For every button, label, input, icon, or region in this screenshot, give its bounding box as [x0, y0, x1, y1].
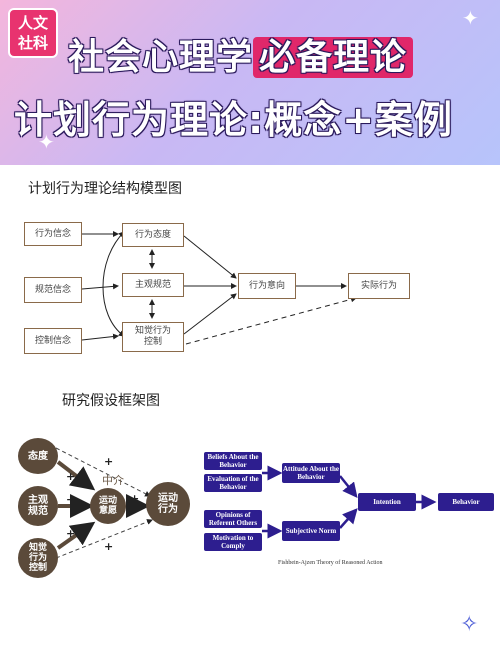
circle-text: 行为 — [158, 504, 178, 515]
header-banner: 人文 社科 ✦ ✦ 社会心理学必备理论 计划行为理论:概念+案例 — [0, 0, 500, 165]
plus-sign: + — [130, 492, 140, 505]
attitude-behavior-box: Attitude About the Behavior — [282, 463, 340, 483]
badge-text-top: 人文 — [17, 14, 48, 32]
actual-behavior-box: 实际行为 — [348, 273, 410, 299]
plus-sign: + — [66, 527, 76, 540]
circle-text: 规范 — [28, 506, 48, 517]
perceived-control-box: 知觉行为 控制 — [122, 322, 184, 352]
diagram-caption: Fishbein-Ajzen Theory of Reasoned Action — [278, 560, 383, 566]
logo-badge: 人文 社科 — [8, 8, 58, 58]
subjective-norm-circle: 主观 规范 — [18, 486, 58, 526]
circle-text: 意愿 — [98, 506, 117, 516]
intention-box: 行为意向 — [238, 273, 296, 299]
subjective-norm-box-en: Subjective Norm — [282, 521, 340, 541]
plus-sign: + — [104, 455, 114, 468]
evaluation-box: Evaluation of the Behavior — [204, 474, 262, 492]
perceived-control-line2: 控制 — [143, 337, 162, 347]
subtitle: 计划行为理论:概念+案例 — [14, 98, 454, 142]
sparkle-icon: ✦ — [38, 130, 55, 154]
attitude-circle: 态度 — [18, 438, 58, 474]
circle-text: 控制 — [28, 563, 47, 573]
perceived-control-line1: 知觉行为 — [134, 326, 171, 336]
circle-text: 主观 — [28, 495, 48, 506]
perceived-control-circle: 知觉 行为 控制 — [18, 538, 58, 578]
plus-sign: + — [104, 540, 114, 553]
circle-text: 知觉 — [28, 543, 47, 553]
beliefs-box: Beliefs About the Behavior — [204, 452, 262, 470]
behavior-box-en: Behavior — [438, 493, 494, 511]
sparkle-icon: ✧ — [460, 612, 479, 637]
badge-text-bottom: 社科 — [17, 34, 48, 52]
plus-sign: + — [66, 493, 76, 506]
exercise-intention-circle: 运动 意愿 — [90, 488, 126, 524]
normative-beliefs-box: 规范信念 — [24, 277, 82, 303]
section2-title: 研究假设框架图 — [62, 393, 160, 409]
control-beliefs-box: 控制信念 — [24, 328, 82, 354]
section1-title: 计划行为理论结构模型图 — [28, 181, 182, 197]
attitude-box: 行为态度 — [122, 223, 184, 247]
main-title: 社会心理学必备理论 — [68, 34, 414, 82]
opinions-box: Opinions of Referent Others — [204, 510, 262, 528]
circle-text: 行为 — [28, 553, 47, 563]
plus-sign: + — [66, 470, 76, 483]
title-part2: 必备理论 — [253, 37, 414, 78]
behavioral-beliefs-box: 行为信念 — [24, 222, 82, 246]
sparkle-icon: ✦ — [462, 6, 479, 30]
motivation-box: Motivation to Comply — [204, 533, 262, 551]
circle-text: 运动 — [158, 493, 178, 504]
mediation-label: 中介 — [102, 474, 124, 487]
intention-box-en: Intention — [358, 493, 416, 511]
title-part1: 社会心理学 — [68, 37, 254, 78]
exercise-behavior-circle: 运动 行为 — [146, 482, 190, 526]
subjective-norm-box: 主观规范 — [122, 273, 184, 297]
circle-text: 运动 — [98, 496, 117, 506]
